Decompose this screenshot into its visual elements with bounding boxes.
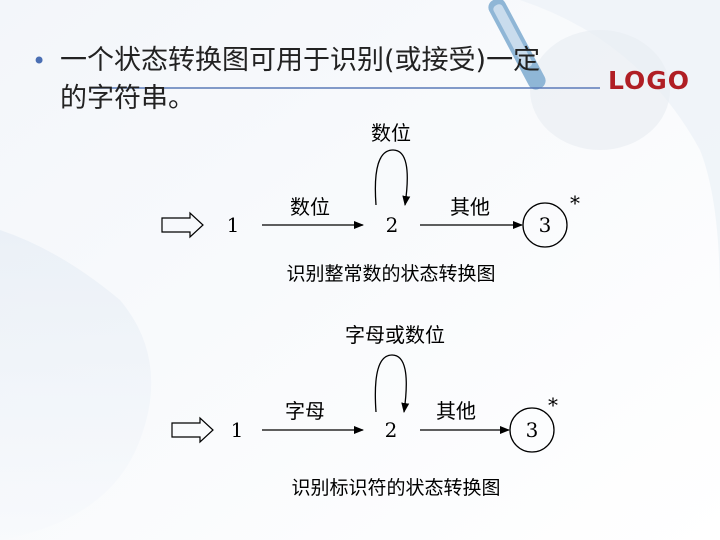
edge-1-2-label: 字母 xyxy=(285,399,325,423)
edge-1-2-label: 数位 xyxy=(290,195,330,219)
state-1: 1 xyxy=(227,213,240,237)
start-arrow-icon xyxy=(171,416,214,444)
pen-graphic xyxy=(488,0,546,90)
edge-2-3-label: 其他 xyxy=(436,399,476,423)
title-line-1: 一个状态转换图可用于识别(或接受)一定 xyxy=(60,45,541,76)
slide-title: • 一个状态转换图可用于识别(或接受)一定 的字符串。 xyxy=(32,42,620,118)
start-arrow-icon xyxy=(161,211,204,239)
title-line-2: 的字符串。 xyxy=(60,83,195,114)
diagram-caption: 识别标识符的状态转换图 xyxy=(291,477,500,499)
state-3: 3 xyxy=(539,213,552,237)
loop-arrow xyxy=(374,354,410,413)
state-3-circle xyxy=(509,407,555,453)
edge-2-3-label: 其他 xyxy=(450,195,490,219)
state-3-circle xyxy=(522,202,568,248)
loop-label: 字母或数位 xyxy=(345,323,445,347)
state-1: 1 xyxy=(231,418,244,442)
final-star: * xyxy=(548,393,558,417)
loop-label: 数位 xyxy=(371,121,411,145)
logo: LOGO xyxy=(608,66,691,95)
diagram-identifier: 字母或数位 1 字母 2 其他 3 * 识别标识符的状态转换图 xyxy=(171,323,558,499)
diagram-caption: 识别整常数的状态转换图 xyxy=(286,263,495,285)
loop-arrow xyxy=(374,149,411,206)
state-2: 2 xyxy=(386,213,399,237)
final-star: * xyxy=(570,191,580,215)
bullet-icon: • xyxy=(32,47,47,75)
diagram-integer: 数位 1 数位 2 其他 3 * 识别整常数的状态转换图 xyxy=(161,121,580,285)
state-2: 2 xyxy=(385,418,398,442)
state-3: 3 xyxy=(526,418,539,442)
